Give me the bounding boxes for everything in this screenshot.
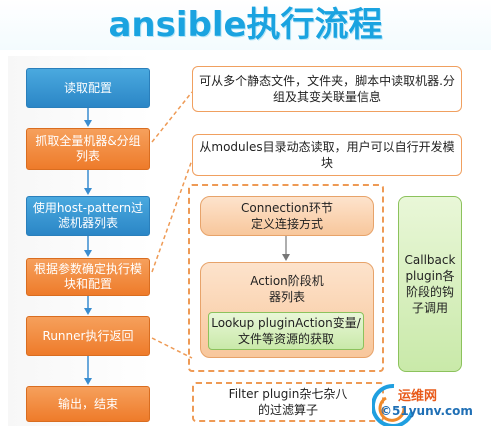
lookup-plugin: Lookup pluginAction变量/文件等资源的获取 <box>208 312 364 350</box>
note2-pointer <box>151 159 193 273</box>
note-modules: 从modules目录动态读取，用户可以自行开发模块 <box>192 134 462 176</box>
flow-step-fetch-hosts: 抓取全量机器&分组列表 <box>26 128 150 170</box>
runner-detail-frame <box>188 184 384 372</box>
connection-stage: Connection环节定义连接方式 <box>200 196 374 236</box>
callback-plugin: Callback plugin各阶段的钩子调用 <box>398 196 462 372</box>
filter-plugin-label: Filter plugin杂七杂八的过滤算子 <box>228 387 348 417</box>
filter-plugin: Filter plugin杂七杂八的过滤算子 <box>192 382 384 422</box>
callback-plugin-label: Callback plugin各阶段的钩子调用 <box>404 253 456 315</box>
note-text: 可从多个静态文件，文件夹，脚本中读取机器.分组及其变关联量信息 <box>199 74 455 104</box>
flow-step-label: 读取配置 <box>63 80 112 95</box>
flow-step-label: 输出，结束 <box>57 396 118 411</box>
connection-stage-label: Connection环节定义连接方式 <box>241 201 333 231</box>
watermark-line1: 运维网 <box>398 389 438 404</box>
flow-step-runner: Runner执行返回 <box>26 316 150 356</box>
note-text: 从modules目录动态读取，用户可以自行开发模块 <box>199 140 455 170</box>
flow-step-determine-module: 根据参数确定执行模块和配置 <box>26 258 150 296</box>
lookup-plugin-label: Lookup pluginAction变量/文件等资源的获取 <box>211 316 361 346</box>
note-inventory: 可从多个静态文件，文件夹，脚本中读取机器.分组及其变关联量信息 <box>192 66 462 112</box>
flow-step-label: 抓取全量机器&分组列表 <box>35 134 141 163</box>
watermark-logo-icon <box>372 383 414 426</box>
flow-step-host-pattern: 使用host-pattern过滤机器列表 <box>26 196 150 236</box>
watermark-line2: ©51yunv.com <box>380 404 473 418</box>
page-title: ansible执行流程 <box>0 0 491 50</box>
action-stage-label: Action阶段机器列表 <box>250 274 324 304</box>
note1-pointer <box>151 91 193 143</box>
flow-step-label: 根据参数确定执行模块和配置 <box>33 262 142 291</box>
runner-pointer <box>151 337 193 359</box>
flow-step-label: Runner执行返回 <box>42 328 134 343</box>
flow-step-read-config: 读取配置 <box>26 68 150 108</box>
flow-step-label: 使用host-pattern过滤机器列表 <box>32 201 144 230</box>
flow-step-output: 输出，结束 <box>26 386 150 422</box>
